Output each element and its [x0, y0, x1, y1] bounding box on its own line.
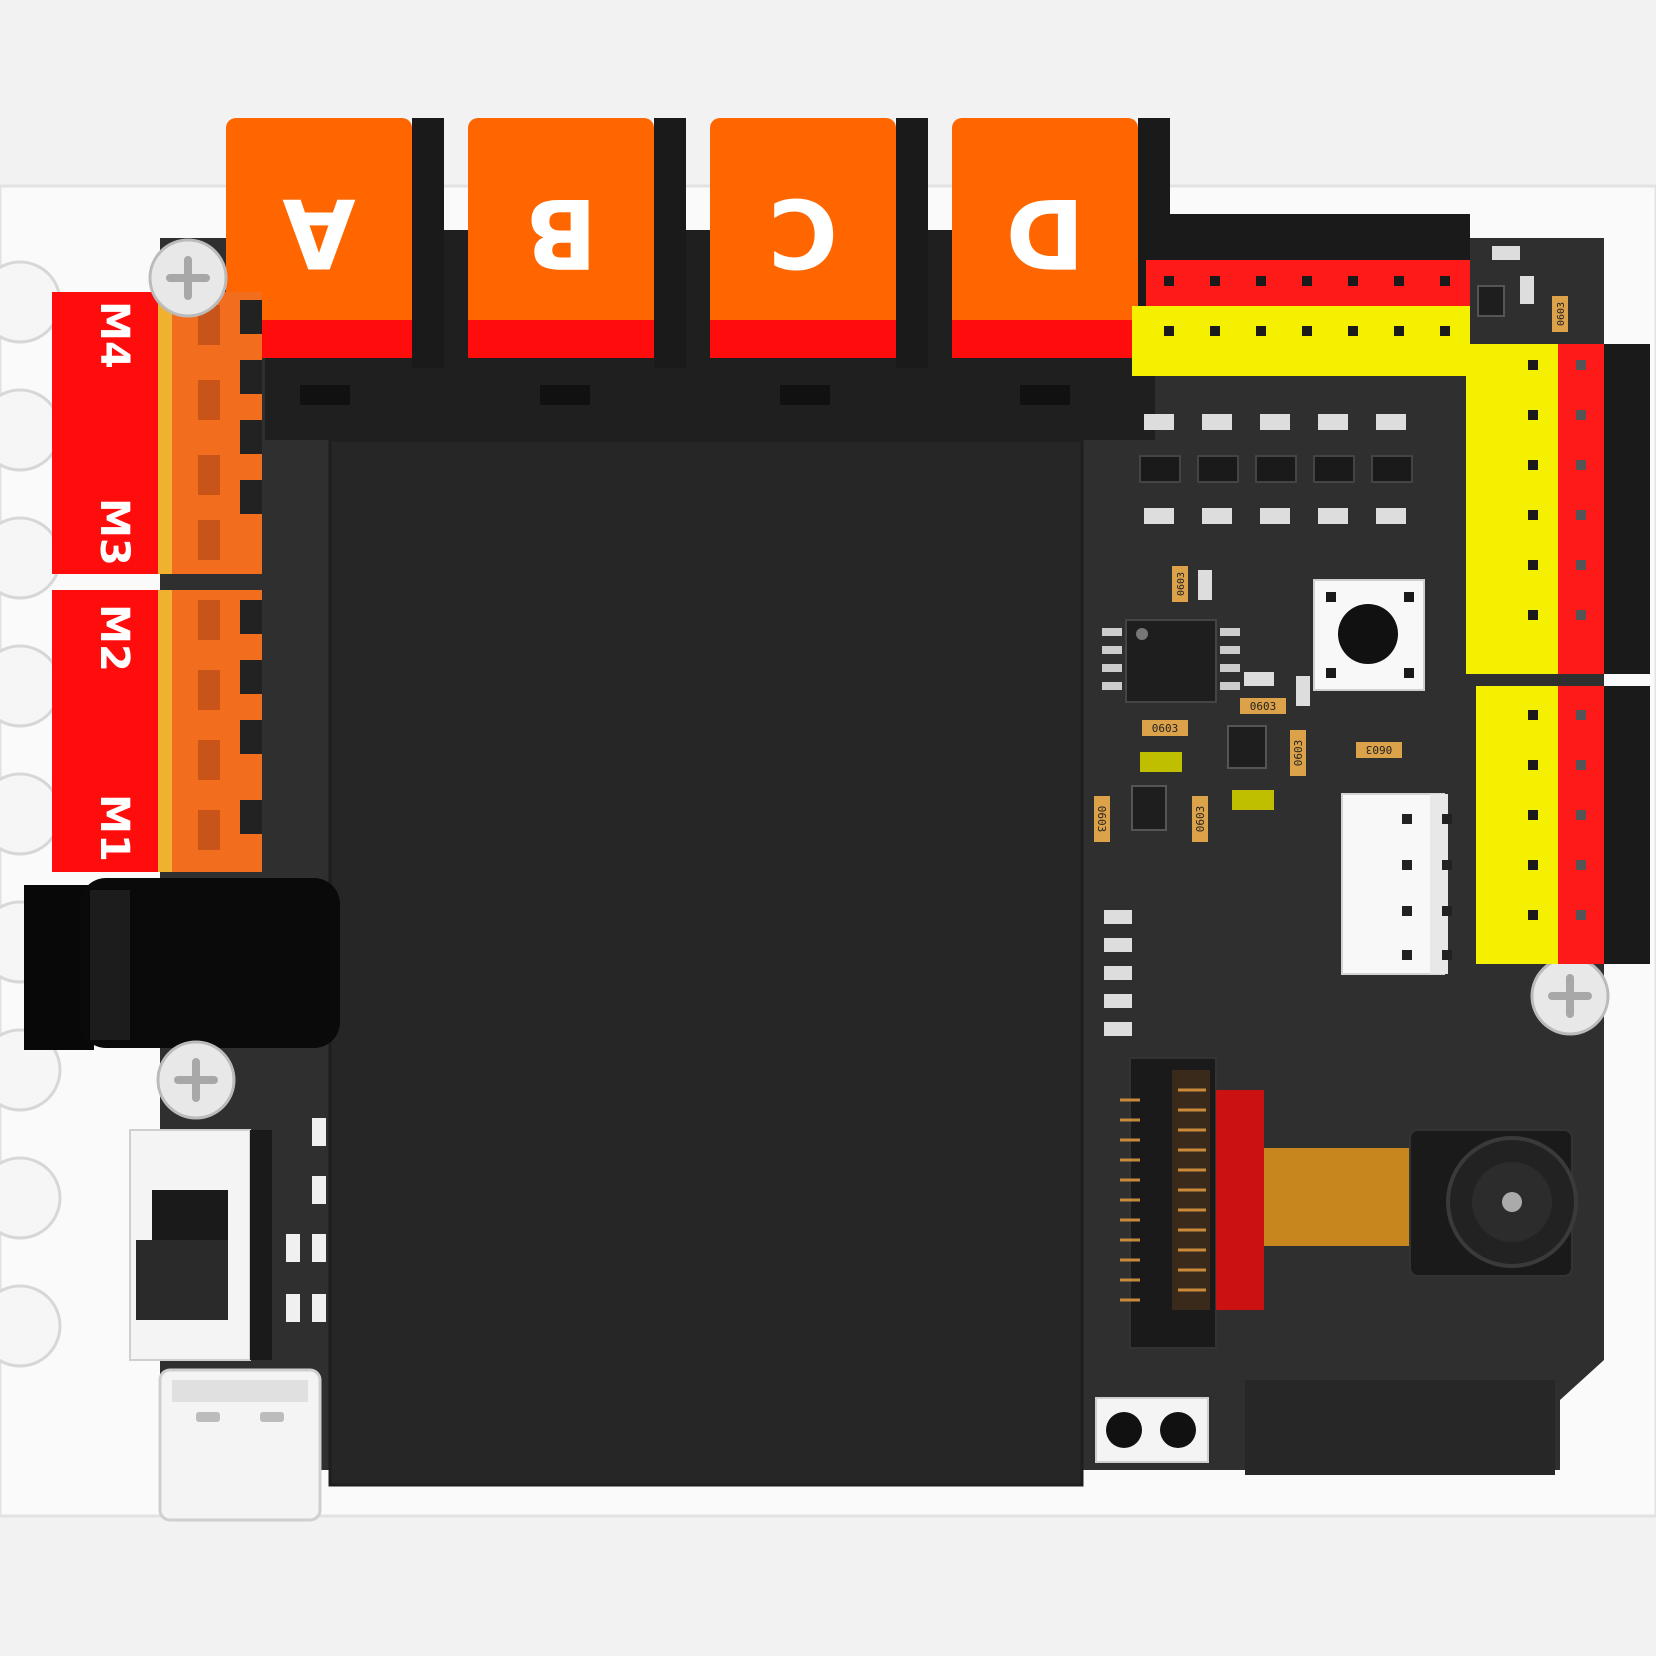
svg-text:0603: 0603	[1292, 740, 1305, 767]
port-b[interactable]: B	[468, 118, 686, 405]
port-d[interactable]: D	[952, 118, 1170, 405]
camera-ribbon-cable	[1264, 1148, 1410, 1246]
main-module	[328, 438, 1084, 1487]
motor-m1-label: M1	[91, 794, 137, 862]
svg-text:0603: 0603	[1556, 302, 1567, 326]
port-c-label: C	[768, 177, 838, 287]
port-a-label: A	[282, 177, 356, 287]
pin-header-right	[1466, 344, 1650, 964]
motor-m3-label: M3	[91, 498, 137, 566]
switch-passives	[286, 1118, 326, 1322]
svg-text:0603: 0603	[1366, 743, 1393, 756]
small-transistors	[1131, 285, 1505, 831]
misc-passives	[1104, 246, 1534, 1036]
sot-pad	[1232, 790, 1274, 810]
motor-block-lower	[52, 590, 172, 872]
plate-holes	[0, 260, 62, 1368]
ic-chip	[1102, 619, 1240, 703]
motor-block-upper	[52, 292, 172, 574]
slide-switch-icon[interactable]	[129, 1129, 272, 1361]
motor-terminals: M4 M3 M2 M1	[52, 292, 262, 872]
svg-text:0603: 0603	[1250, 700, 1277, 713]
port-c[interactable]: C	[710, 118, 928, 405]
camera-lens-icon	[1409, 1129, 1578, 1277]
port-b-label: B	[525, 177, 597, 287]
screw-icon	[148, 238, 228, 318]
motor-m4-label: M4	[91, 301, 137, 369]
screw-icon	[1530, 956, 1610, 1036]
bottom-button-pair[interactable]	[1095, 1397, 1209, 1463]
svg-text:0603: 0603	[1194, 806, 1207, 833]
fpc-connector	[1120, 1057, 1264, 1349]
pcb-tab-bottom-right	[1245, 1380, 1555, 1475]
port-connectors: A B C D	[226, 118, 1170, 405]
smd-0603-labels: 0603 0603 0603 0603 0603 0603 0603 0603	[1094, 296, 1568, 842]
transistor-row	[1139, 414, 1413, 524]
motor-m2-label: M2	[91, 604, 137, 672]
usb-c-icon[interactable]	[158, 1368, 322, 1522]
port-d-label: D	[1006, 177, 1085, 287]
white-connector	[1341, 793, 1452, 975]
svg-text:0603: 0603	[1152, 722, 1179, 735]
pin-header-top	[1132, 214, 1470, 376]
screw-icon	[156, 1040, 236, 1120]
svg-text:0603: 0603	[1176, 572, 1187, 596]
push-button-icon[interactable]	[1313, 579, 1425, 691]
sot-pad	[1140, 752, 1182, 772]
dc-power-jack[interactable]	[24, 878, 340, 1050]
svg-text:0603: 0603	[1095, 806, 1108, 833]
